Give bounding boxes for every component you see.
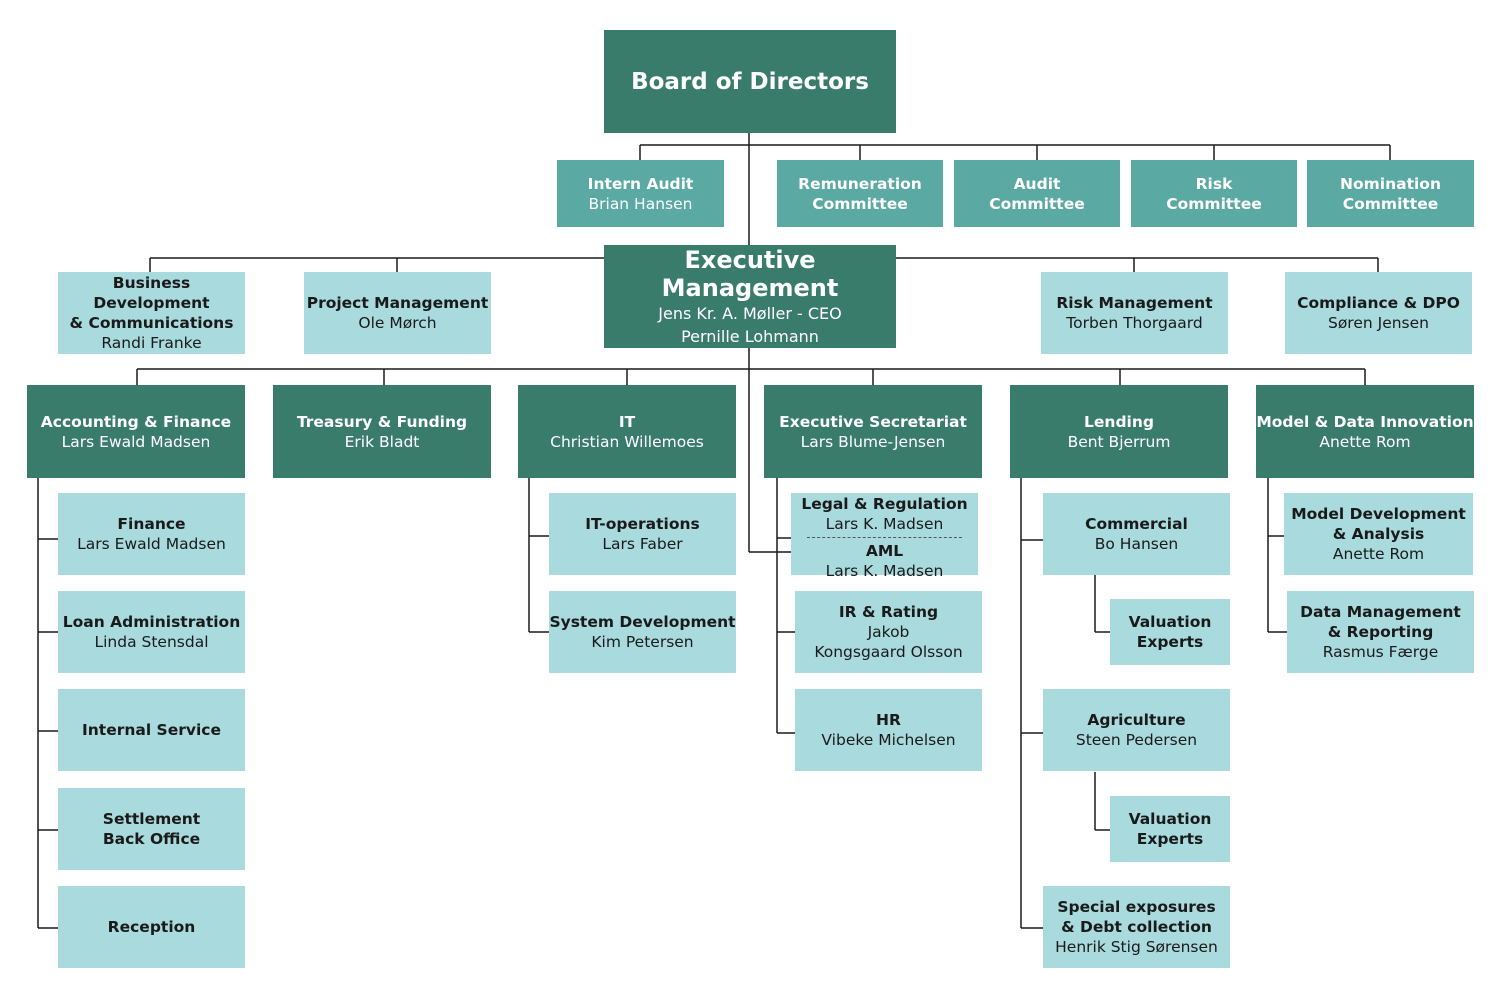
treasury-funding-name: Erik Bladt bbox=[344, 432, 420, 451]
model-data-innovation-name: Anette Rom bbox=[1319, 432, 1411, 451]
compliance-dpo-name: Søren Jensen bbox=[1327, 314, 1429, 332]
audit-committee-box: Audit Committee bbox=[954, 160, 1120, 227]
executive-member: Pernille Lohmann bbox=[681, 326, 819, 346]
agriculture-name: Steen Pedersen bbox=[1075, 731, 1198, 749]
hr-box: HR Vibeke Michelsen bbox=[795, 689, 982, 771]
remuneration-committee-title: Remuneration Committee bbox=[798, 174, 922, 213]
intern-audit-name: Brian Hansen bbox=[588, 194, 693, 213]
audit-committee-title: Audit Committee bbox=[989, 174, 1085, 213]
commercial-name: Bo Hansen bbox=[1094, 535, 1179, 553]
lending-title: Lending bbox=[1084, 412, 1154, 431]
risk-management-box: Risk Management Torben Thorgaard bbox=[1041, 272, 1228, 354]
agriculture-title: Agriculture bbox=[1087, 711, 1186, 729]
nomination-committee-title: Nomination Committee bbox=[1340, 174, 1441, 213]
loan-administration-box: Loan Administration Linda Stensdal bbox=[58, 591, 245, 673]
risk-committee-box: Risk Committee bbox=[1131, 160, 1297, 227]
valuation-experts-agriculture-title: Valuation Experts bbox=[1128, 810, 1212, 848]
ir-rating-box: IR & Rating Jakob Kongsgaard Olsson bbox=[795, 591, 982, 673]
executive-title: Executive Management bbox=[661, 245, 839, 302]
data-management-title: Data Management & Reporting bbox=[1300, 603, 1461, 641]
remuneration-committee-box: Remuneration Committee bbox=[777, 160, 943, 227]
dashed-divider bbox=[807, 537, 962, 538]
business-development-title: Business Development & Communications bbox=[69, 274, 234, 332]
executive-secretariat-title: Executive Secretariat bbox=[779, 412, 967, 431]
it-operations-name: Lars Faber bbox=[602, 535, 683, 553]
nomination-committee-box: Nomination Committee bbox=[1307, 160, 1474, 227]
lending-box: Lending Bent Bjerrum bbox=[1010, 385, 1228, 478]
business-development-box: Business Development & Communications Ra… bbox=[58, 272, 245, 354]
valuation-experts-commercial-title: Valuation Experts bbox=[1128, 613, 1212, 651]
model-data-innovation-title: Model & Data Innovation bbox=[1256, 412, 1474, 431]
loan-administration-name: Linda Stensdal bbox=[94, 633, 209, 651]
settlement-back-office-title: Settlement Back Office bbox=[102, 810, 201, 848]
special-exposures-box: Special exposures & Debt collection Henr… bbox=[1043, 886, 1230, 968]
it-operations-box: IT-operations Lars Faber bbox=[549, 493, 736, 575]
accounting-finance-title: Accounting & Finance bbox=[40, 412, 232, 431]
business-development-name: Randi Franke bbox=[101, 334, 202, 352]
commercial-title: Commercial bbox=[1085, 515, 1188, 533]
risk-management-title: Risk Management bbox=[1056, 294, 1213, 312]
valuation-experts-agriculture-box: Valuation Experts bbox=[1110, 796, 1230, 862]
treasury-funding-title: Treasury & Funding bbox=[296, 412, 468, 431]
intern-audit-box: Intern Audit Brian Hansen bbox=[557, 160, 724, 227]
agriculture-box: Agriculture Steen Pedersen bbox=[1043, 689, 1230, 771]
executive-management-box: Executive Management Jens Kr. A. Møller … bbox=[604, 245, 896, 348]
finance-box: Finance Lars Ewald Madsen bbox=[58, 493, 245, 575]
treasury-funding-box: Treasury & Funding Erik Bladt bbox=[273, 385, 491, 478]
intern-audit-title: Intern Audit bbox=[587, 174, 694, 193]
accounting-finance-name: Lars Ewald Madsen bbox=[61, 432, 211, 451]
special-exposures-title: Special exposures & Debt collection bbox=[1057, 898, 1216, 936]
internal-service-box: Internal Service bbox=[58, 689, 245, 771]
lending-name: Bent Bjerrum bbox=[1067, 432, 1171, 451]
commercial-box: Commercial Bo Hansen bbox=[1043, 493, 1230, 575]
special-exposures-name: Henrik Stig Sørensen bbox=[1055, 938, 1218, 956]
settlement-back-office-box: Settlement Back Office bbox=[58, 788, 245, 870]
legal-aml-box: Legal & Regulation Lars K. Madsen AML La… bbox=[791, 493, 978, 580]
finance-name: Lars Ewald Madsen bbox=[77, 535, 226, 553]
project-management-name: Ole Mørch bbox=[358, 314, 437, 332]
system-development-box: System Development Kim Petersen bbox=[549, 591, 736, 673]
internal-service-title: Internal Service bbox=[81, 721, 221, 739]
risk-committee-title: Risk Committee bbox=[1166, 174, 1262, 213]
it-box: IT Christian Willemoes bbox=[518, 385, 736, 478]
it-title: IT bbox=[618, 412, 636, 431]
hr-name: Vibeke Michelsen bbox=[821, 731, 956, 749]
board-of-directors-box: Board of Directors bbox=[604, 30, 896, 133]
reception-box: Reception bbox=[58, 886, 245, 968]
valuation-experts-commercial-box: Valuation Experts bbox=[1110, 599, 1230, 665]
aml-title: AML bbox=[865, 542, 904, 560]
system-development-title: System Development bbox=[549, 613, 736, 631]
project-management-title: Project Management bbox=[306, 294, 489, 312]
it-operations-title: IT-operations bbox=[585, 515, 700, 533]
it-name: Christian Willemoes bbox=[550, 432, 704, 451]
project-management-box: Project Management Ole Mørch bbox=[304, 272, 491, 354]
model-data-innovation-box: Model & Data Innovation Anette Rom bbox=[1256, 385, 1474, 478]
aml-name: Lars K. Madsen bbox=[825, 562, 944, 580]
executive-secretariat-box: Executive Secretariat Lars Blume-Jensen bbox=[764, 385, 982, 478]
executive-ceo: Jens Kr. A. Møller - CEO bbox=[658, 303, 842, 323]
data-management-name: Rasmus Færge bbox=[1322, 643, 1439, 661]
accounting-finance-box: Accounting & Finance Lars Ewald Madsen bbox=[27, 385, 245, 478]
ir-rating-name: Jakob Kongsgaard Olsson bbox=[814, 623, 963, 661]
ir-rating-title: IR & Rating bbox=[838, 603, 939, 621]
hr-title: HR bbox=[876, 711, 901, 729]
compliance-dpo-title: Compliance & DPO bbox=[1297, 294, 1460, 312]
model-development-name: Anette Rom bbox=[1332, 545, 1425, 563]
compliance-dpo-box: Compliance & DPO Søren Jensen bbox=[1285, 272, 1472, 354]
legal-regulation-name: Lars K. Madsen bbox=[825, 515, 944, 533]
model-development-box: Model Development & Analysis Anette Rom bbox=[1284, 493, 1473, 575]
loan-administration-title: Loan Administration bbox=[62, 613, 241, 631]
system-development-name: Kim Petersen bbox=[591, 633, 694, 651]
board-title: Board of Directors bbox=[631, 68, 869, 95]
model-development-title: Model Development & Analysis bbox=[1291, 505, 1466, 543]
executive-secretariat-name: Lars Blume-Jensen bbox=[800, 432, 946, 451]
finance-title: Finance bbox=[117, 515, 186, 533]
data-management-box: Data Management & Reporting Rasmus Færge bbox=[1287, 591, 1474, 673]
legal-regulation-title: Legal & Regulation bbox=[801, 495, 968, 513]
risk-management-name: Torben Thorgaard bbox=[1066, 314, 1203, 332]
reception-title: Reception bbox=[107, 918, 196, 936]
